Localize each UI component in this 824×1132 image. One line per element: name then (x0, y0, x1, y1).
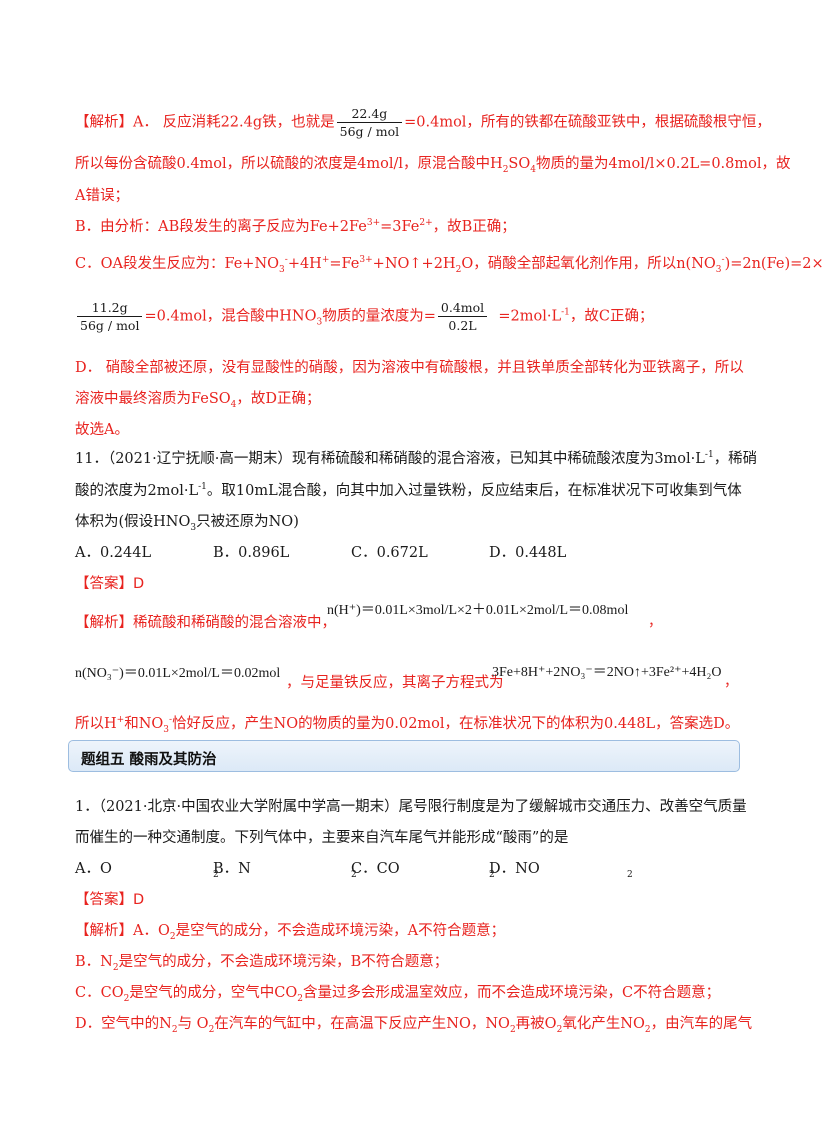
q1-option-a-analysis: 【解析】A．O2是空气的成分，不会造成环境污染，A不符合题意； (75, 923, 506, 942)
q10-analysis-line-3: A错误； (75, 188, 129, 204)
q1-answer: 【答案】D (75, 892, 145, 908)
q11-stem-line-2: 酸的浓度为2mol·L-1。取10mL混合酸，向其中加入过量铁粉，反应结束后，在… (75, 482, 742, 499)
q1-option-b-analysis: B．N2是空气的成分，不会造成环境污染，B不符合题意； (75, 954, 449, 973)
q10-option-d-analysis-2: 溶液中最终溶质为FeSO4，故D正确； (75, 391, 321, 410)
q11-answer: 【答案】D (75, 576, 145, 592)
q10-analysis-line-2: 所以每份含硫酸0.4mol，所以硫酸的浓度是4mol/l，原混合酸中H2SO4物… (75, 156, 791, 175)
q11-option-d: D．0.448L (489, 545, 567, 561)
q11-stem-line-3: 体积为(假设HNO3只被还原为NO) (75, 514, 299, 533)
equation-h-plus: n(H⁺)＝0.01L×3mol/L×2＋0.01L×2mol/L＝0.08mo… (327, 603, 629, 618)
q11-stem-line-1: 11．（2021·辽宁抚顺·高一期末）现有稀硫酸和稀硝酸的混合溶液，已知其中稀硫… (75, 450, 758, 467)
q11-comma-2: ， (724, 675, 738, 690)
q11-option-c: C．0.672L (351, 545, 428, 561)
equation-no3: n(NO₃⁻)＝0.01L×2mol/L＝0.02mol (75, 666, 281, 681)
ionic-equation: 3Fe+8H⁺+2NO₃⁻＝2NO↑+3Fe²⁺+4H₂O (492, 665, 722, 680)
q11-option-b: B．0.896L (213, 545, 290, 561)
q1-stem-line-1: 1．（2021·北京·中国农业大学附属中学高一期末）尾号限行制度是为了缓解城市交… (75, 799, 747, 815)
q11-analysis-line-1: 【解析】稀硫酸和稀硝酸的混合溶液中， (75, 615, 336, 631)
q10-conclusion: 故选A。 (75, 422, 129, 438)
q11-analysis-line-3: 所以H+和NO3-恰好反应，产生NO的物质的量为0.02mol，在标准状况下的体… (75, 715, 740, 735)
q10-option-d-analysis-1: D． 硝酸全部被还原，没有显酸性的硝酸，因为溶液中有硫酸根，并且铁单质全部转化为… (75, 360, 744, 376)
q10-option-b-analysis: B．由分析：AB段发生的离子反应为Fe+2Fe3+=3Fe2+，故B正确； (75, 218, 516, 235)
q1-stem-line-2: 而催生的一种交通制度。下列气体中，主要来自汽车尾气并能形成“酸雨”的是 (75, 830, 569, 846)
q1-option-d-analysis: D．空气中的N2与 O2在汽车的气缸中，在高温下反应产生NO，NO2再被O2氧化… (75, 1016, 753, 1035)
q10-option-c-analysis: C．OA段发生反应为：Fe+NO3-+4H+=Fe3++NO↑+2H2O，硝酸全… (75, 255, 824, 275)
group-title: 题组五 酸雨及其防治 (81, 752, 217, 768)
q11-comma-1: ， (648, 615, 662, 630)
q11-option-a: A．0.244L (75, 545, 152, 561)
q11-analysis-line-2: ，与足量铁反应，其离子方程式为 (286, 675, 504, 691)
q1-option-c-analysis: C．CO2是空气的成分，空气中CO2含量过多会形成温室效应，而不会造成环境污染，… (75, 985, 721, 1004)
q11-options: A．0.244L B．0.896L C．0.672L D．0.448L (75, 541, 627, 562)
group-header-box: 题组五 酸雨及其防治 (68, 740, 740, 772)
